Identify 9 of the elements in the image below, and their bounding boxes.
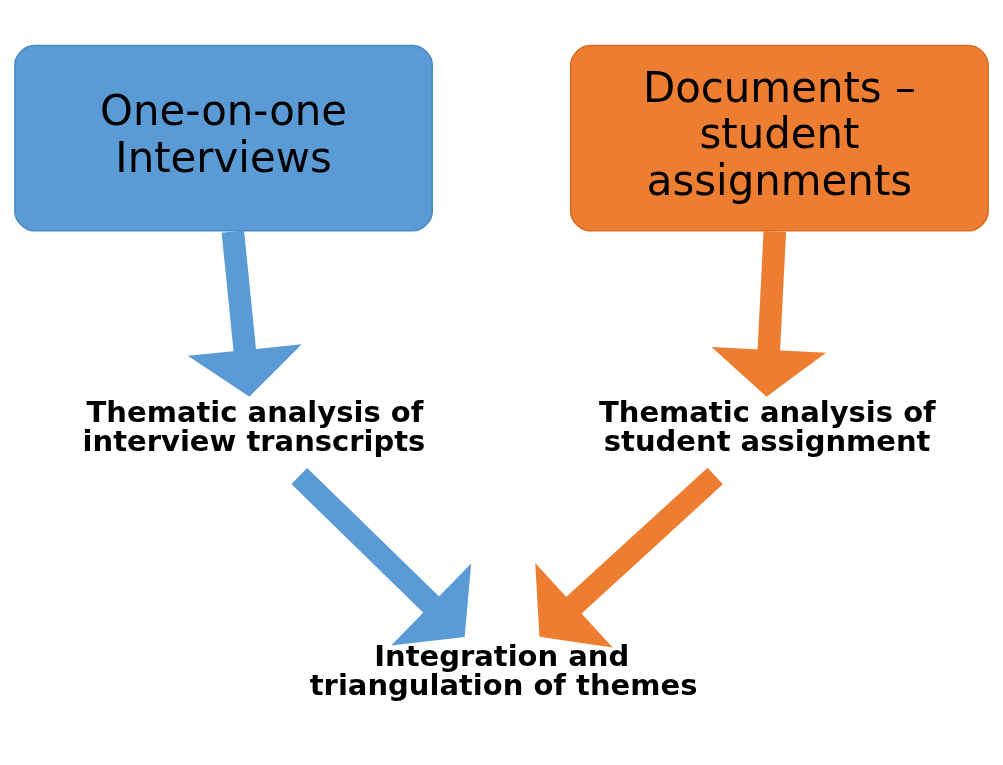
node-text: Thematic analysis of student assignment [598, 394, 936, 458]
arrow [711, 230, 827, 397]
arrow [291, 467, 472, 646]
arrow [535, 467, 723, 647]
arrow [187, 229, 302, 397]
node-box: Documents – student assignments [569, 44, 989, 232]
node-box: One-on-one Interviews [14, 44, 434, 232]
node-text: Integration and triangulation of themes [309, 638, 698, 702]
node-text: Thematic analysis of interview transcripts [82, 394, 426, 458]
